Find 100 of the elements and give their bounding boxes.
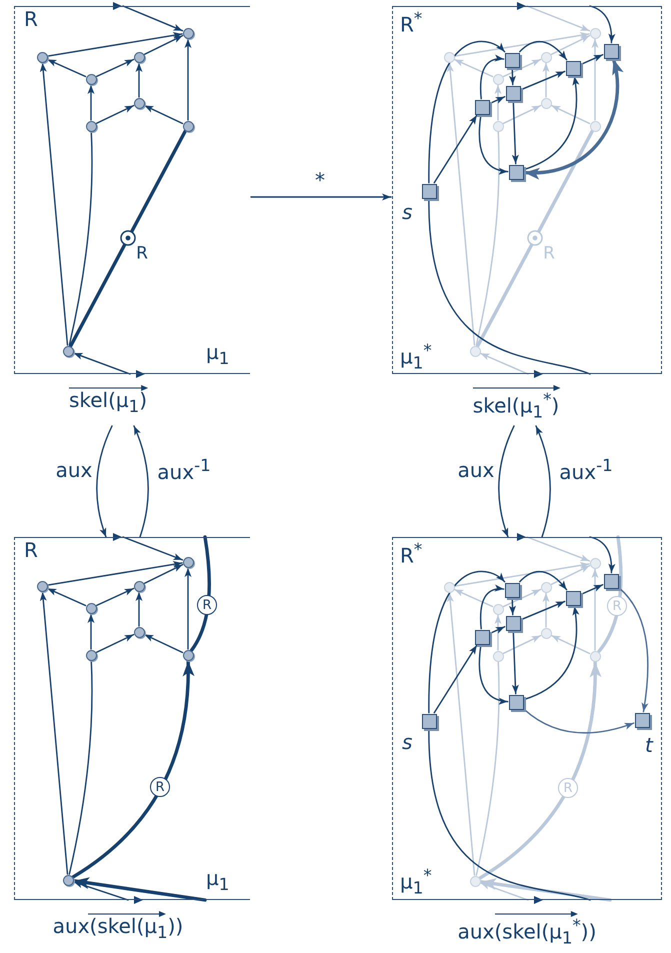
square-vertex (474, 100, 490, 114)
arrow (592, 38, 598, 121)
line (190, 535, 211, 652)
arrow (502, 104, 542, 124)
arrow (490, 96, 506, 104)
arrow (618, 587, 648, 712)
formula-caption: skel(μ$_{1}$$^{*}$) (472, 389, 560, 424)
arrow (144, 634, 184, 654)
graph-vertex (86, 120, 96, 132)
formula-caption: aux(skel(μ$_{1}$$^{*}$)) (458, 915, 596, 950)
graph-vertex (492, 120, 504, 132)
arrow (428, 570, 506, 714)
arrow (96, 58, 134, 78)
graph-vertex (86, 74, 96, 84)
arrow (434, 114, 478, 184)
edge-label: R (197, 595, 217, 615)
graph-vertex (444, 582, 454, 592)
panel-label: R$^{*}$ (400, 8, 422, 36)
graph-vertex (62, 346, 74, 356)
panel-label: R (24, 539, 38, 561)
graph-vertex (590, 650, 600, 662)
arrow (88, 613, 94, 650)
arrow (144, 104, 184, 124)
graph-vertex (470, 346, 480, 356)
arrow (550, 564, 590, 586)
arrow (40, 591, 68, 875)
graph-vertex (134, 52, 144, 62)
arrow (47, 32, 183, 57)
graph-vertex (444, 52, 454, 62)
arrow (73, 881, 129, 901)
arrow (524, 708, 634, 734)
arrow (434, 644, 478, 714)
graph-vertex (182, 556, 194, 568)
arrow (122, 536, 184, 561)
edge-label: aux$^{-1}$ (559, 458, 613, 482)
panel-label: μ$_{1}$ (206, 867, 230, 896)
graph-vertex (36, 580, 48, 592)
arrow (524, 76, 580, 170)
line (69, 130, 187, 348)
square-vertex (508, 164, 524, 180)
panel-label: R$^{*}$ (400, 539, 422, 567)
graph-vertex (590, 28, 600, 38)
graph-vertex (492, 650, 504, 662)
square-vertex (506, 616, 520, 630)
arrow (520, 600, 566, 620)
graph-vertex (182, 28, 194, 38)
arrow (184, 38, 192, 121)
arrow (480, 585, 504, 630)
arrow (498, 425, 515, 538)
arrow (46, 588, 86, 606)
graph-vertex (470, 876, 480, 886)
arrow (480, 55, 504, 100)
graph-vertex (182, 650, 194, 660)
line (476, 661, 500, 876)
arrow (478, 660, 601, 880)
arrow (589, 5, 616, 44)
edge-label: R (558, 778, 578, 798)
graph-vertex (182, 120, 194, 132)
vertex-label: s (402, 201, 412, 223)
arrow (502, 634, 542, 654)
arrow (550, 34, 590, 56)
square-vertex (504, 582, 520, 598)
vertex-label: t (645, 734, 653, 756)
edge-label: R (607, 596, 627, 616)
square-vertex (604, 44, 618, 58)
line (68, 660, 93, 875)
arrow (490, 626, 506, 634)
arrow (550, 634, 590, 654)
edge-label: aux$^{-1}$ (157, 458, 211, 482)
arrow (454, 588, 494, 608)
arrow (519, 570, 568, 590)
arrow (72, 352, 131, 375)
square-vertex (566, 60, 580, 76)
square-vertex (566, 590, 580, 606)
formula-caption: aux(skel(μ$_{1}$)) (52, 914, 184, 944)
graph-vertex (590, 558, 600, 568)
arrow (46, 58, 86, 78)
edge-label: R (150, 777, 170, 797)
arrow (580, 54, 604, 65)
arrow (589, 536, 616, 574)
arrow (502, 588, 542, 608)
arrow (508, 598, 516, 616)
formula-caption: skel(μ$_{1}$) (68, 388, 148, 418)
arrow (40, 62, 68, 346)
arrow (136, 591, 142, 627)
graph-vertex (540, 52, 552, 62)
line (476, 130, 594, 348)
square-vertex (504, 52, 520, 68)
graph-vertex (86, 602, 96, 614)
graph-vertex (134, 626, 144, 638)
arrow (542, 592, 550, 628)
square-vertex (422, 714, 436, 728)
arrow (428, 40, 506, 184)
square-vertex (422, 184, 436, 198)
arrow (96, 425, 113, 538)
line (68, 131, 93, 346)
arrow (47, 560, 183, 586)
graph-vertex (86, 650, 96, 660)
arrow (479, 878, 612, 902)
arrow (478, 114, 508, 174)
